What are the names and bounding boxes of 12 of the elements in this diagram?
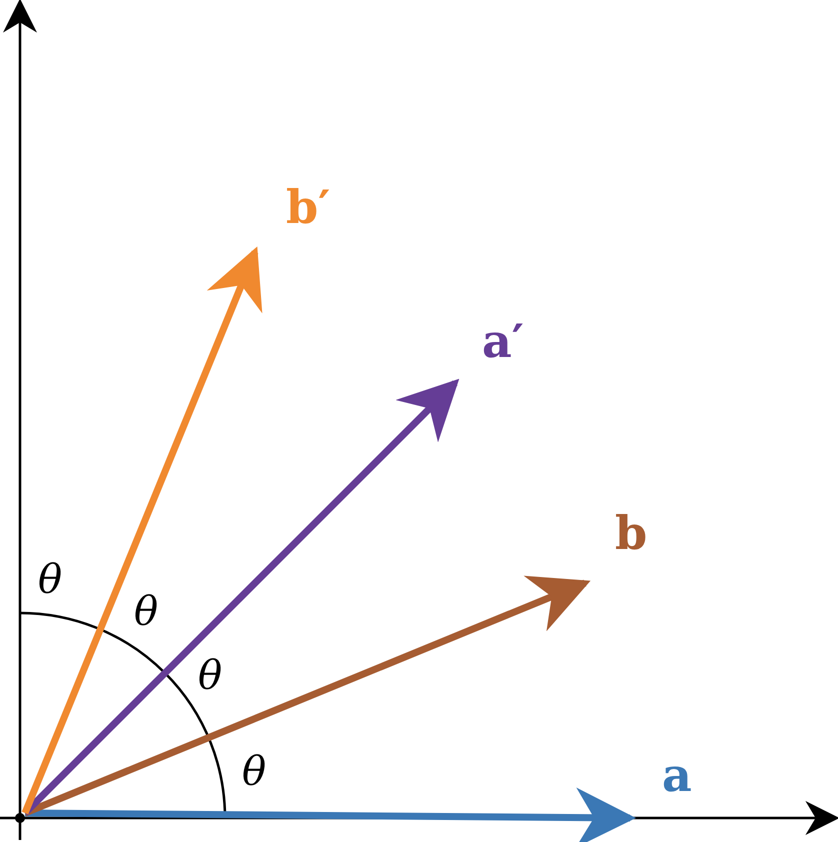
vector-arrow <box>22 246 262 814</box>
vector-label: b <box>615 510 648 556</box>
vector-arrow <box>24 788 636 842</box>
angle-label: θ <box>134 592 158 632</box>
angle-label: θ <box>242 752 266 792</box>
angle-label: θ <box>38 560 62 600</box>
vector-label: b′ <box>286 184 330 230</box>
angle-label: θ <box>198 656 222 696</box>
vector-label: a′ <box>482 318 524 364</box>
vector-label: a <box>662 752 692 798</box>
origin-dot <box>15 813 25 823</box>
vector-arrow <box>24 576 591 816</box>
